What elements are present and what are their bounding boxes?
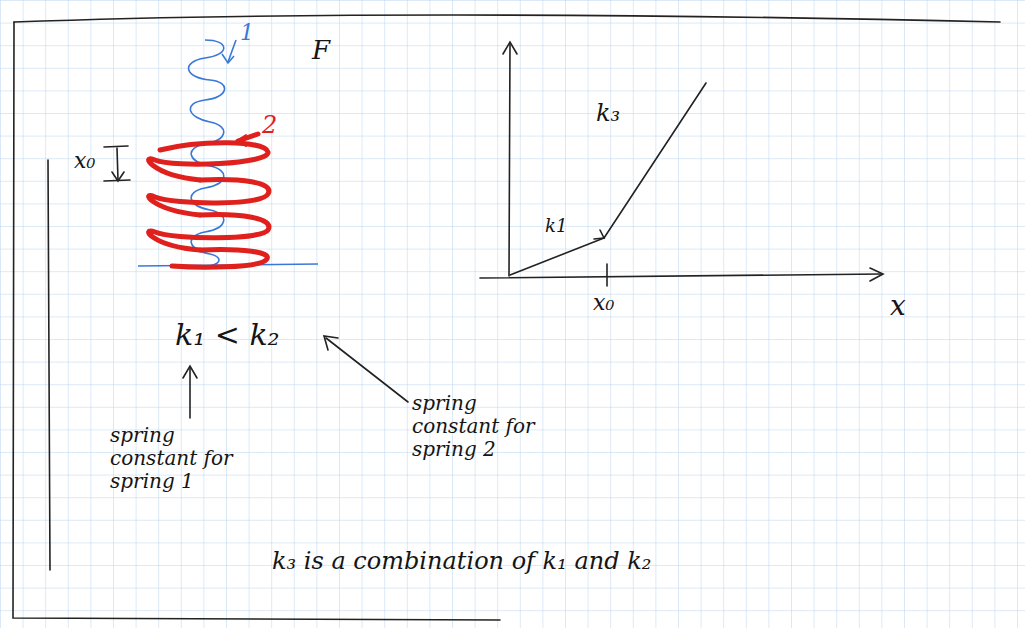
x0-marker	[104, 146, 130, 181]
axis-label: x	[890, 290, 906, 322]
slope-label: k₃	[596, 100, 620, 128]
dimension-label: x₀	[74, 148, 95, 173]
inequality: k₁ < k₂	[175, 318, 280, 353]
spring-2	[149, 134, 269, 267]
spring-1	[138, 40, 318, 266]
spring-callout: 1	[240, 20, 254, 45]
tick-label: x₀	[593, 290, 614, 315]
slope-label: k1	[545, 216, 567, 237]
frame	[13, 15, 1000, 620]
note: k₃ is a combination of k₁ and k₂	[272, 548, 651, 576]
force-graph	[480, 42, 883, 286]
annotation: spring constant for spring 1	[110, 424, 260, 493]
axis-label: F	[312, 36, 330, 66]
annotation: spring constant for spring 2	[412, 392, 562, 461]
spring-callout: 2	[262, 112, 277, 140]
